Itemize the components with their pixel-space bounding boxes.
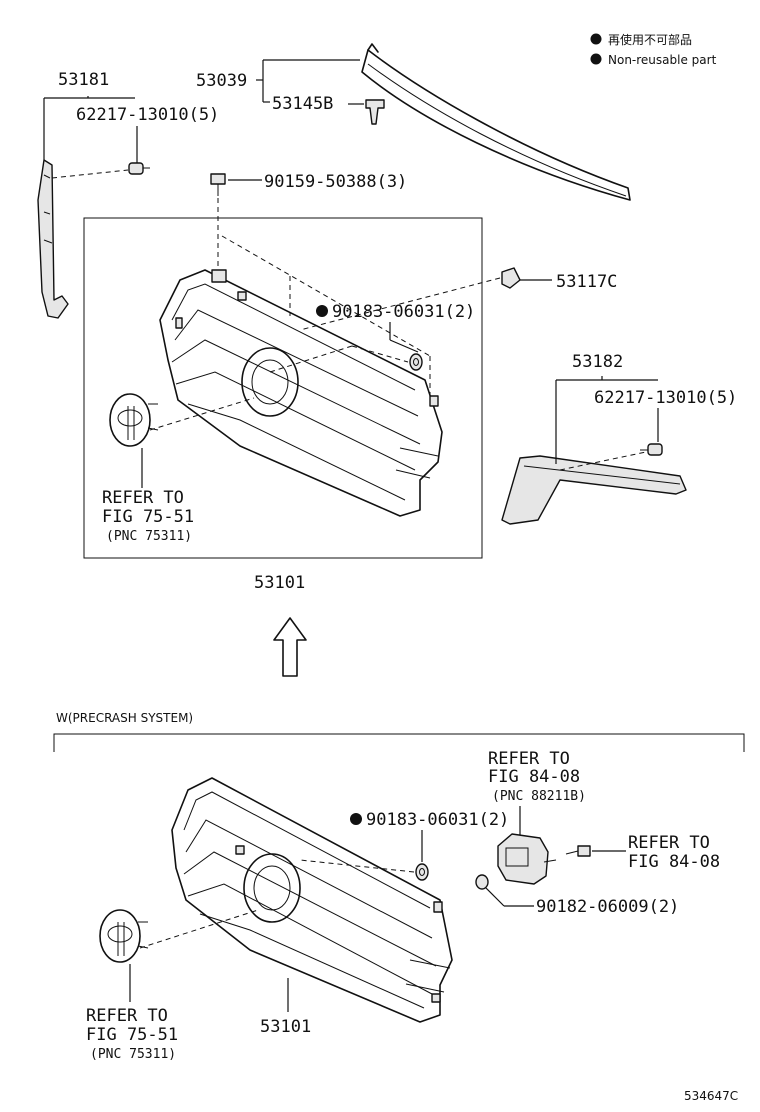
side-piece-left: 53181 62217-13010(5) (37, 70, 219, 319)
part-label-53181: 53181 (58, 70, 109, 90)
emblem-ref-line2: FIG 75-51 (102, 507, 194, 527)
clip-icon (365, 99, 385, 125)
legend-non-reusable-en: Non-reusable part (608, 53, 717, 67)
top-molding: 53039 53145B (196, 43, 631, 201)
bracket-icon (235, 845, 443, 1003)
grille-assembly-box (83, 217, 483, 559)
part-label-53039: 53039 (196, 71, 247, 91)
non-reusable-bullet-icon (316, 305, 328, 317)
precrash-sensor: REFER TO FIG 84-08 (PNC 88211B) (488, 749, 586, 885)
arrow-up-icon (273, 617, 307, 677)
non-reusable-bullet-icon (590, 33, 602, 45)
nut2-group: 90182-06009(2) (475, 874, 679, 917)
bolt-ref-line1: REFER TO (628, 833, 710, 853)
radiator-grille (159, 269, 443, 517)
legend: 再使用不可部品 Non-reusable part (590, 32, 717, 67)
radiator-grille-lower (171, 777, 453, 1023)
clip-icon (640, 443, 663, 456)
nut-label-lower: 90183-06031(2) (366, 810, 509, 830)
bolt-group: REFER TO FIG 84-08 (565, 833, 720, 872)
emblem-ref-line1: REFER TO (102, 488, 184, 508)
clip-icon (128, 162, 150, 175)
clip-label-left: 62217-13010(5) (76, 105, 219, 125)
legend-non-reusable-ja: 再使用不可部品 (608, 32, 692, 47)
emblem-ref-line3: (PNC 75311) (106, 529, 192, 544)
nut-icon (409, 353, 423, 371)
non-reusable-bullet-icon (590, 53, 602, 65)
bolt-ref-line2: FIG 84-08 (628, 852, 720, 872)
figure-id: 534647C (684, 1089, 738, 1103)
nut-group-lower: 90183-06031(2) (299, 810, 509, 881)
sensor-ref-line3: (PNC 88211B) (492, 789, 586, 804)
emblem: REFER TO FIG 75-51 (PNC 75311) (102, 393, 255, 544)
sensor-ref-line1: REFER TO (488, 749, 570, 769)
nut-label: 90183-06031(2) (332, 302, 475, 322)
clip-label-53145b: 53145B (272, 94, 333, 114)
emblem-ref-lower-line3: (PNC 75311) (90, 1047, 176, 1062)
part-label-53101-lower: 53101 (260, 1017, 311, 1037)
screw-group: 90159-50388(3) (210, 172, 407, 270)
nut2-label: 90182-06009(2) (536, 897, 679, 917)
nut-group: 90183-06031(2) (269, 302, 475, 373)
side-piece-right: 53182 62217-13010(5) (501, 352, 737, 525)
emblem-ref-lower-line1: REFER TO (86, 1006, 168, 1026)
part-label-53182: 53182 (572, 352, 623, 372)
bracket-icon (175, 269, 439, 407)
sensor-icon (497, 833, 557, 885)
screw-label: 90159-50388(3) (264, 172, 407, 192)
emblem-lower: REFER TO FIG 75-51 (PNC 75311) (86, 909, 259, 1062)
sensor-ref-line2: FIG 84-08 (488, 767, 580, 787)
clip-label-right: 62217-13010(5) (594, 388, 737, 408)
screw-icon (210, 173, 226, 196)
retainer-label: 53117C (556, 272, 617, 292)
retainer-group: 53117C (221, 235, 617, 396)
retainer-icon (501, 267, 521, 289)
variant-bracket (53, 733, 745, 752)
part-label-53101: 53101 (254, 573, 305, 593)
emblem-ref-lower-line2: FIG 75-51 (86, 1025, 178, 1045)
nut-icon (415, 863, 429, 881)
non-reusable-bullet-icon (350, 813, 362, 825)
variant-label: W(PRECRASH SYSTEM) (56, 711, 193, 725)
bolt-icon (565, 845, 591, 857)
nut-icon (475, 874, 489, 890)
